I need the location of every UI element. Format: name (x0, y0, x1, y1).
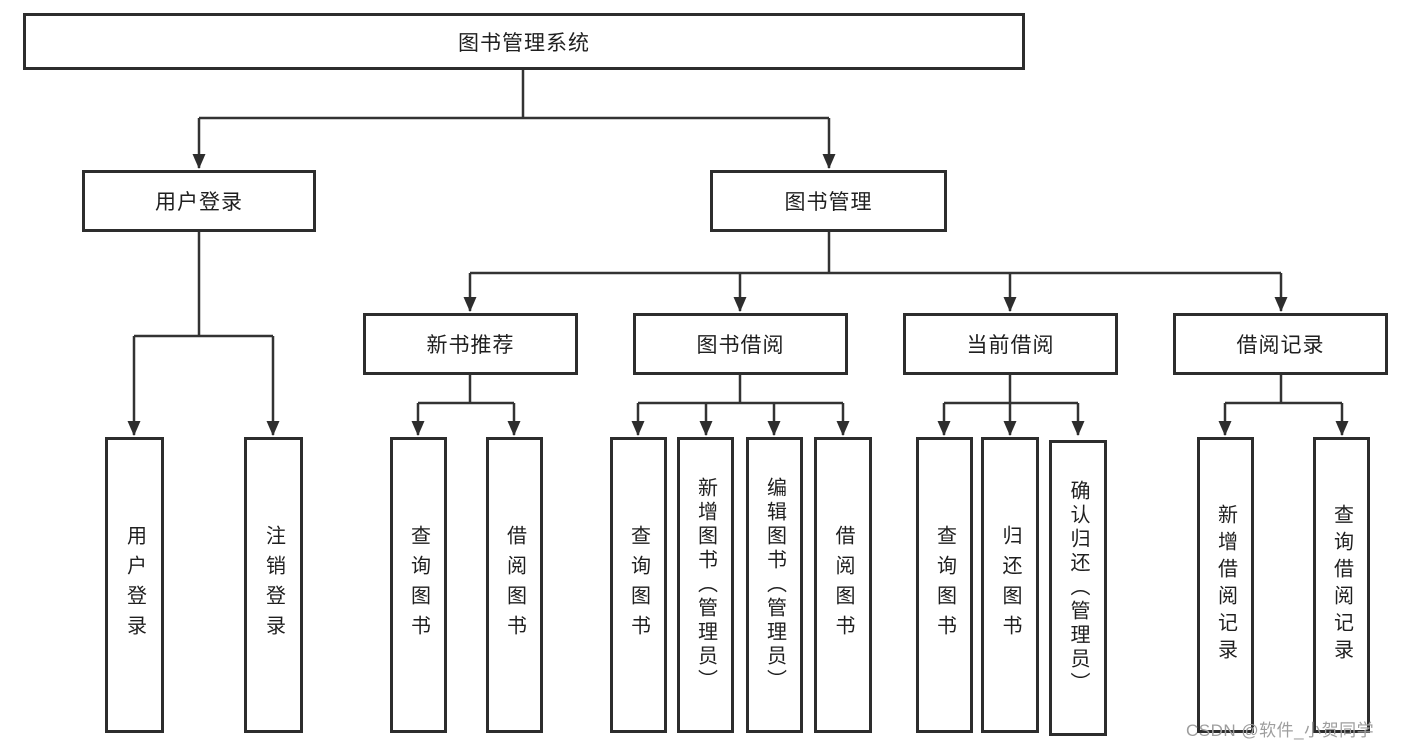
leaf-logout: 注销登录 (244, 437, 303, 733)
node-current-borrow: 当前借阅 (903, 313, 1118, 375)
leaf-query-borrow-record: 查询借阅记录 (1313, 437, 1370, 733)
leaf-add-book-admin: 新增图书（管理员） (677, 437, 734, 733)
node-book-management: 图书管理 (710, 170, 947, 232)
leaf-edit-book-admin: 编辑图书（管理员） (746, 437, 803, 733)
node-borrow-records: 借阅记录 (1173, 313, 1388, 375)
leaf-return-books: 归还图书 (981, 437, 1039, 733)
leaf-query-books-borrow: 查询图书 (610, 437, 667, 733)
node-user-login: 用户登录 (82, 170, 316, 232)
leaf-user-login: 用户登录 (105, 437, 164, 733)
leaf-borrow-books-recommend: 借阅图书 (486, 437, 543, 733)
watermark: CSDN @软件_小贺同学 (1186, 721, 1375, 740)
node-new-book-recommend: 新书推荐 (363, 313, 578, 375)
leaf-confirm-return-admin: 确认归还（管理员） (1049, 440, 1107, 736)
leaf-borrow-books: 借阅图书 (814, 437, 872, 733)
leaf-query-books-current: 查询图书 (916, 437, 973, 733)
leaf-query-books-recommend: 查询图书 (390, 437, 447, 733)
node-book-borrow: 图书借阅 (633, 313, 848, 375)
leaf-add-borrow-record: 新增借阅记录 (1197, 437, 1254, 733)
node-root: 图书管理系统 (23, 13, 1025, 70)
